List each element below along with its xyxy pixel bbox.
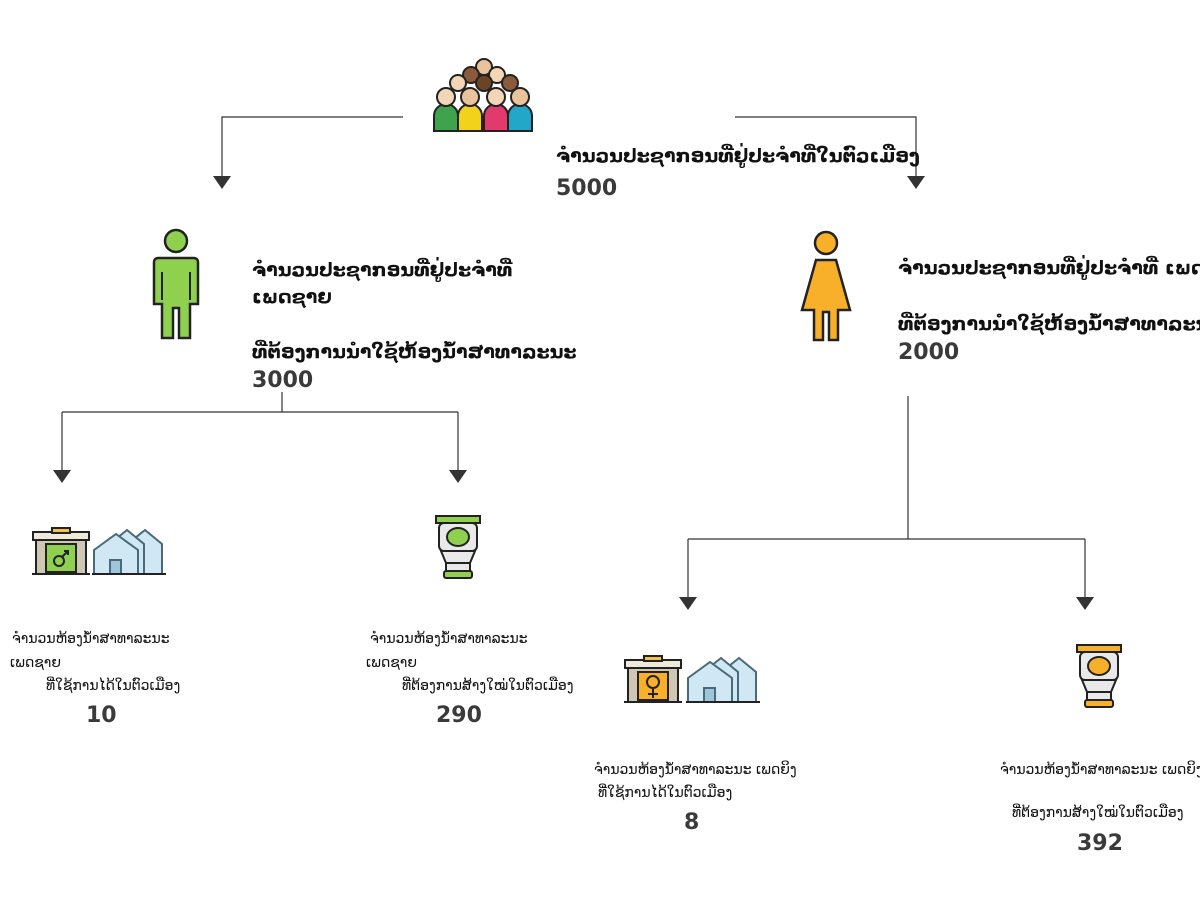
male-required-gender: ເພດຊາຍ [366, 655, 417, 671]
crowd-icon [433, 58, 533, 132]
female-existing-value: 8 [684, 810, 700, 835]
arrowhead [679, 597, 697, 610]
male-restroom-building-icon [32, 527, 90, 575]
arrowhead [907, 176, 925, 189]
male-required-title: ຈຳນວນຫ້ອງນ້ຳສາທາລະນະ [370, 631, 528, 647]
male-existing-gender: ເພດຊາຍ [10, 655, 61, 671]
female-existing-status: ທີ່ໃຊ້ການໄດ້ໃນຕົວເມືອງ [598, 785, 733, 801]
connector-female-split [687, 396, 1086, 602]
female-required-value: 392 [1077, 831, 1123, 856]
connector-root-right [735, 116, 917, 180]
female-population-value: 2000 [898, 340, 960, 365]
male-person-icon [152, 228, 200, 340]
population-title: ຈຳນວນປະຊາກອນທີ່ຢູ່ປະຈຳທີ່ໃນຕົວເມືອງ [556, 145, 920, 167]
female-existing-title: ຈຳນວນຫ້ອງນ້ຳສາທາລະນະ ເພດຍິງ [594, 762, 797, 778]
male-gender-label: ເພດຊາຍ [252, 286, 332, 308]
arrowhead [213, 176, 231, 189]
connector-male-split [61, 392, 459, 475]
female-need-label: ທີ່ຕ້ອງການນຳໃຊ້ຫ້ອງນ້ຳສາທາລະນະ [898, 313, 1200, 335]
male-population-title: ຈຳນວນປະຊາກອນທີ່ຢູ່ປະຈຳທີ່ [252, 259, 513, 281]
female-population-title: ຈຳນວນປະຊາກອນທີ່ຢູ່ປະຈຳທີ່ ເພດຍິງ [898, 257, 1200, 279]
connector-root-left [221, 116, 403, 180]
female-required-title: ຈຳນວນຫ້ອງນ້ຳສາທາລະນະ ເພດຍິງ [1000, 762, 1200, 778]
toilet-icon [435, 515, 481, 579]
arrowhead [1076, 597, 1094, 610]
male-need-label: ທີ່ຕ້ອງການນຳໃຊ້ຫ້ອງນ້ຳສາທາລະນະ [252, 341, 577, 363]
male-population-value: 3000 [252, 368, 314, 393]
male-existing-value: 10 [86, 703, 117, 728]
female-restroom-building-icon [624, 655, 682, 703]
female-person-icon [800, 230, 852, 342]
houses-icon [92, 528, 166, 575]
male-required-status: ທີ່ຕ້ອງການສ້າງໃໝ່ໃນຕົວເມືອງ [402, 678, 574, 694]
male-required-value: 290 [436, 703, 482, 728]
houses-icon [686, 656, 760, 703]
male-existing-title: ຈຳນວນຫ້ອງນ້ຳສາທາລະນະ [12, 631, 170, 647]
toilet-icon [1076, 644, 1122, 708]
arrowhead [53, 470, 71, 483]
female-required-status: ທີ່ຕ້ອງການສ້າງໃໝ່ໃນຕົວເມືອງ [1012, 805, 1184, 821]
male-existing-status: ທີ່ໃຊ້ການໄດ້ໃນຕົວເມືອງ [46, 678, 181, 694]
population-value: 5000 [556, 176, 618, 201]
arrowhead [449, 470, 467, 483]
